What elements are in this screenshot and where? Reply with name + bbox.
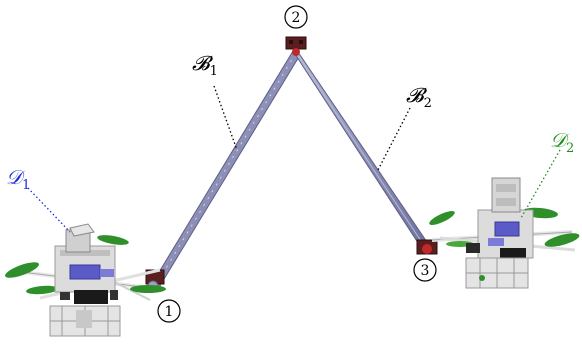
b1-leader-line: [213, 85, 238, 151]
drone-d1: [4, 223, 166, 337]
drone-d2: [429, 177, 580, 289]
svg-text:3: 3: [421, 263, 430, 279]
joint-3-number: 3: [413, 258, 437, 282]
d1-label: 𝒟1: [6, 165, 30, 193]
link-b1: [149, 50, 301, 290]
joint-2-number: 2: [284, 5, 308, 29]
svg-text:2: 2: [292, 10, 301, 26]
d2-leader-line: [520, 149, 561, 219]
b2-label: 𝓑2: [406, 83, 432, 111]
b2-leader-line: [377, 107, 411, 171]
link-b2: [292, 50, 432, 253]
d1-leader-line: [27, 187, 71, 233]
joint-2-hinge: [285, 36, 307, 56]
d2-label: 𝒟2: [550, 128, 574, 156]
joint-3-hinge: [416, 239, 438, 255]
b1-label: 𝓑1: [192, 51, 218, 79]
svg-text:1: 1: [165, 304, 174, 320]
joint-1-number: 1: [157, 299, 181, 323]
